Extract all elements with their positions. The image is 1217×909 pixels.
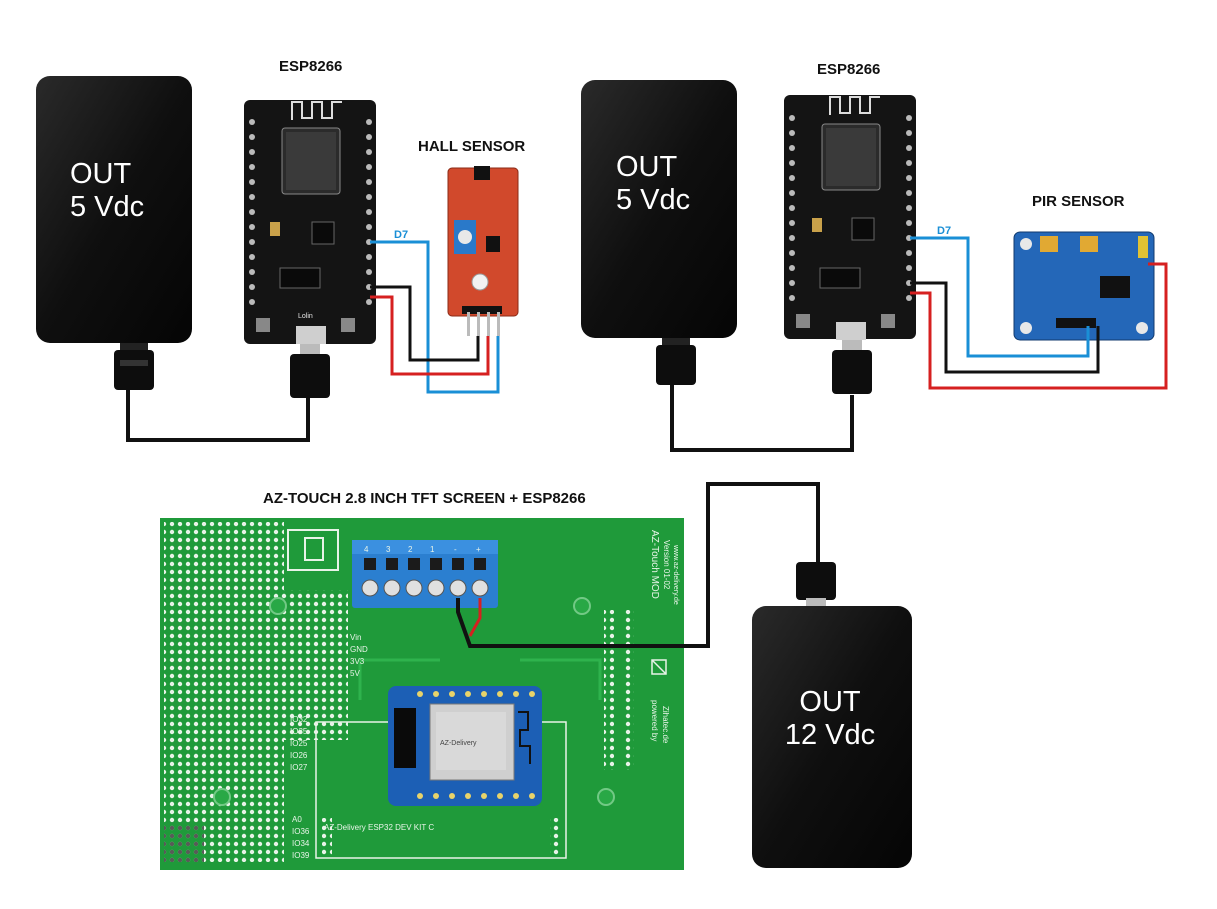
esp8266-board-left: Lolin <box>244 100 376 344</box>
pin-io36: IO36 <box>292 827 310 836</box>
wire-signal-left <box>370 240 500 394</box>
terminal-pin-2: 2 <box>408 545 413 554</box>
pin-5v: 5V <box>350 669 360 678</box>
terminal-pin-4: 4 <box>364 545 369 554</box>
terminal-pin-plus: + <box>476 545 481 554</box>
wire-power-right <box>910 262 1168 390</box>
powered-by-label: powered by <box>650 700 659 741</box>
az-touch-label: AZ-TOUCH 2.8 INCH TFT SCREEN + ESP8266 <box>263 490 586 507</box>
wire-signal-right <box>910 236 1090 358</box>
power-bank-bottom-line2: 12 Vdc <box>784 719 876 751</box>
usb-plug-right <box>832 340 872 394</box>
hall-sensor-module <box>447 166 519 336</box>
terminal-pin-3: 3 <box>386 545 391 554</box>
wire-terminal-red <box>468 598 482 637</box>
pin-gnd: GND <box>350 645 368 654</box>
d7-label-right: D7 <box>937 225 952 237</box>
power-bank-middle-text: OUT 5 Vdc <box>616 151 690 217</box>
az-model-label: AZ-Touch MOD <box>649 530 660 599</box>
power-bank-left-text: OUT 5 Vdc <box>70 158 144 224</box>
pin-io26: IO26 <box>290 751 308 760</box>
d7-label-left: D7 <box>394 229 409 241</box>
esp8266-board-right <box>784 95 916 340</box>
pin-a0: A0 <box>292 815 302 824</box>
pin-3v3: 3V3 <box>350 657 365 666</box>
pin-io25: IO25 <box>290 739 308 748</box>
terminal-pin-1: 1 <box>430 545 435 554</box>
az-url-label: www.az-delivery.de <box>672 544 679 605</box>
pir-sensor-module <box>1013 231 1155 341</box>
pir-sensor-label: PIR SENSOR <box>1032 193 1125 210</box>
terminal-block <box>352 540 498 608</box>
wire-ground-right <box>910 281 1100 374</box>
pin-io32: IO32 <box>290 715 308 724</box>
power-bank-left <box>36 76 192 390</box>
pin-io39: IO39 <box>292 851 310 860</box>
power-bank-middle <box>581 80 737 385</box>
usb-cable-left <box>126 390 310 442</box>
esp8266-label-right: ESP8266 <box>817 61 881 78</box>
az-version-label: Version 01-02 <box>662 540 671 590</box>
pin-io34: IO34 <box>292 839 310 848</box>
pin-io27: IO27 <box>290 763 308 772</box>
pcb-silkscreen: 4 3 2 1 - + Vin GND 3V3 5V IO32 IO35 IO2… <box>290 530 679 860</box>
d1-brand: AZ-Delivery <box>440 740 477 747</box>
devkit-label: AZ-Delivery ESP32 DEV KIT C <box>324 823 434 832</box>
usb-plug-left <box>290 344 330 398</box>
nodemcu-brand-left: Lolin <box>298 313 313 320</box>
wire-ground-left <box>370 285 480 362</box>
power-bank-middle-line2: 5 Vdc <box>616 184 691 216</box>
esp8266-label-left: ESP8266 <box>279 58 343 75</box>
wire-power-left <box>370 295 490 376</box>
usb-cable-middle <box>670 385 854 452</box>
power-bank-bottom-text: OUT 12 Vdc <box>780 686 880 752</box>
power-bank-left-line1: OUT <box>70 158 132 190</box>
power-bank-bottom <box>752 562 912 868</box>
wire-cable-12v <box>456 482 820 648</box>
power-bank-middle-line1: OUT <box>616 151 678 183</box>
zihatec-label: Zihatec.de <box>661 706 670 744</box>
pin-vin: Vin <box>350 633 361 642</box>
power-bank-left-line2: 5 Vdc <box>70 191 145 223</box>
terminal-pin-minus: - <box>454 545 457 554</box>
wemos-d1-board: AZ-Delivery <box>388 686 542 806</box>
power-bank-bottom-line1: OUT <box>799 686 861 718</box>
hall-sensor-label: HALL SENSOR <box>418 138 526 155</box>
pin-io35: IO35 <box>290 727 308 736</box>
